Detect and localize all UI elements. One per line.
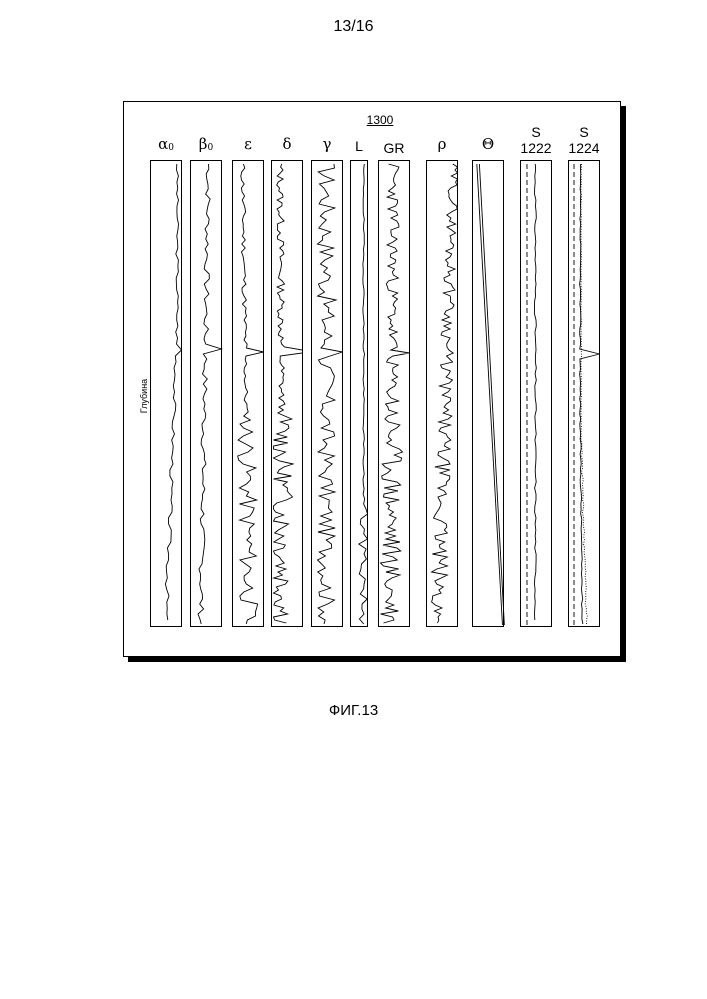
track-gamma [311, 160, 343, 627]
figure-reference: 1300 [0, 113, 707, 127]
curve-epsilon [233, 161, 265, 628]
track-alpha0 [150, 160, 182, 627]
curve-theta [473, 161, 505, 628]
curve-beta0 [191, 161, 223, 628]
track-epsilon [232, 160, 264, 627]
track-beta0 [190, 160, 222, 627]
curve-S1222 [521, 161, 553, 628]
track-rho [426, 160, 458, 627]
figure-caption: ФИГ.13 [0, 702, 707, 719]
track-header-gamma: γ [311, 136, 343, 152]
track-header-L: L [350, 138, 368, 154]
track-header-beta0: β0 [190, 136, 222, 156]
track-S1222 [520, 160, 552, 627]
curve-GR [379, 161, 411, 628]
track-delta [271, 160, 303, 627]
track-GR [378, 160, 410, 627]
track-L [350, 160, 368, 627]
curve-delta [272, 161, 304, 628]
track-header-delta: δ [271, 136, 303, 152]
curve-rho [427, 161, 459, 628]
track-header-theta: Θ [472, 136, 504, 152]
track-header-epsilon: ε [232, 136, 264, 152]
depth-axis-label: Глубина [139, 379, 149, 413]
track-S1224 [568, 160, 600, 627]
track-header-S1222: S1222 [520, 124, 552, 156]
track-header-GR: GR [378, 140, 410, 156]
curve-gamma [312, 161, 344, 628]
curve-alpha0 [151, 161, 183, 628]
curve-L [351, 161, 369, 628]
track-header-S1224: S1224 [568, 124, 600, 156]
track-header-alpha0: α0 [150, 136, 182, 156]
track-theta [472, 160, 504, 627]
page-number: 13/16 [0, 18, 707, 36]
curve-S1224 [569, 161, 601, 628]
track-header-rho: ρ [426, 136, 458, 152]
